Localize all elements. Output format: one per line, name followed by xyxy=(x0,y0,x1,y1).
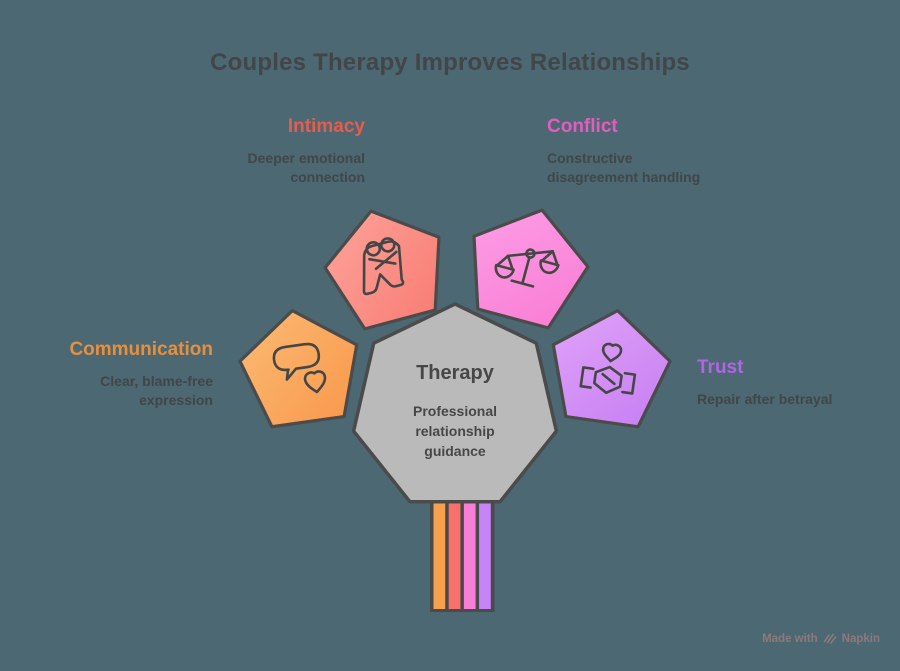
conflict-heading: Conflict xyxy=(547,116,618,137)
conflict-pentagon xyxy=(472,208,590,330)
trust-label-block: Trust Repair after betrayal xyxy=(697,356,897,409)
page-title: Couples Therapy Improves Relationships xyxy=(210,49,690,76)
watermark-brand: Napkin xyxy=(841,632,880,645)
scales-icon xyxy=(494,248,560,288)
trust-pentagon xyxy=(551,309,672,429)
therapy-center-text: Therapy Professional relationship guidan… xyxy=(385,362,525,461)
communication-heading: Communication xyxy=(69,339,213,360)
trust-description: Repair after betrayal xyxy=(697,390,897,409)
intimacy-label-block: Intimacy Deeper emotional connection xyxy=(150,115,365,187)
trust-heading: Trust xyxy=(697,357,744,378)
watermark-prefix: Made with xyxy=(762,632,818,645)
stripe-pink xyxy=(463,501,476,609)
stripe-coral xyxy=(448,501,461,609)
intimacy-desc-line1: Deeper emotional xyxy=(247,150,365,166)
communication-label-block: Communication Clear, blame-free expressi… xyxy=(0,338,213,410)
conflict-desc-line1: Constructive xyxy=(547,150,633,166)
stripe-orange xyxy=(433,501,446,609)
hug-icon xyxy=(362,237,405,296)
therapy-title: Therapy xyxy=(416,362,494,384)
communication-description: Clear, blame-free expression xyxy=(0,372,213,410)
conflict-description: Constructive disagreement handling xyxy=(547,149,782,187)
handshake-heart-icon xyxy=(579,342,637,395)
napkin-logo-icon xyxy=(823,633,836,644)
made-with-napkin-watermark: Made with Napkin xyxy=(762,632,880,645)
intimacy-heading: Intimacy xyxy=(287,116,365,137)
stripe-group xyxy=(430,498,495,612)
communication-desc-line1: Clear, blame-free xyxy=(100,373,213,389)
conflict-desc-line2: disagreement handling xyxy=(547,169,701,185)
conflict-label-block: Conflict Constructive disagreement handl… xyxy=(547,115,782,187)
stripe-purple xyxy=(479,501,491,609)
therapy-description: Professional relationship guidance xyxy=(412,403,498,459)
speech-heart-icon xyxy=(272,342,327,394)
trust-desc-line1: Repair after betrayal xyxy=(697,391,833,407)
communication-pentagon xyxy=(238,309,359,429)
intimacy-pentagon xyxy=(323,209,441,331)
communication-desc-line2: expression xyxy=(139,392,213,408)
therapy-heptagon xyxy=(351,302,559,504)
intimacy-desc-line2: connection xyxy=(290,169,365,185)
intimacy-description: Deeper emotional connection xyxy=(150,149,365,187)
